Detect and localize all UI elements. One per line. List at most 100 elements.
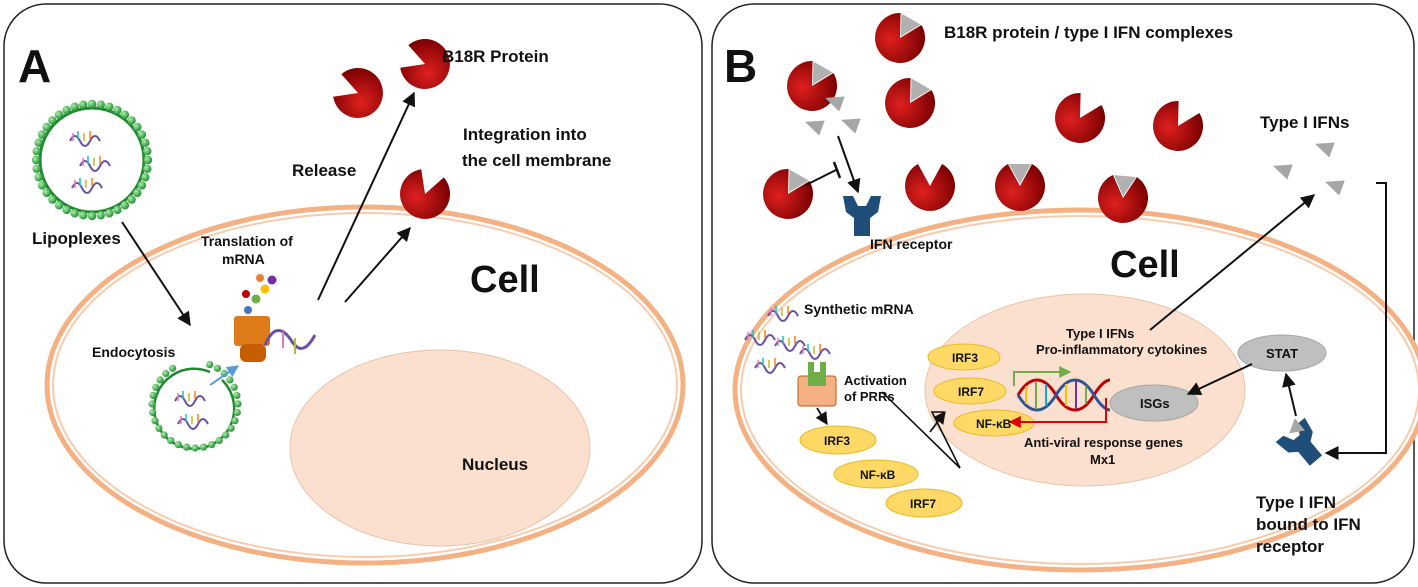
integration-label-1: Integration into [463, 125, 587, 144]
irf3-cytoplasm-node [799, 425, 877, 455]
isgs-label: ISGs [1140, 396, 1170, 411]
arrow-ifn-to-bound-receptor [1324, 182, 1387, 460]
translation-label-1: Translation of [201, 233, 293, 249]
lipid-bead [182, 443, 191, 451]
nucleus-ifns-label: Type I IFNs [1066, 326, 1134, 341]
lipid-bead [96, 100, 106, 109]
lipid-bead [141, 138, 150, 147]
ifn-receptor-icon [843, 196, 881, 236]
synthetic-mrna-label: Synthetic mRNA [804, 301, 914, 317]
lipid-bead [113, 105, 122, 115]
lipid-bead [137, 181, 147, 190]
bound-ifn-receptor-icon [1275, 417, 1323, 466]
lipoplexes-label: Lipoplexes [32, 229, 121, 248]
irf7-cytoplasm-node [885, 488, 963, 518]
ifn-receptor-label: IFN receptor [870, 236, 953, 252]
lipid-bead [143, 164, 152, 173]
lipid-bead [226, 376, 234, 384]
nfkb-nucleus-label: NF-κB [976, 417, 1012, 431]
lipid-bead [233, 408, 241, 417]
lipid-bead [162, 369, 170, 378]
lipid-bead [167, 436, 175, 445]
translation-label-2: mRNA [222, 251, 265, 267]
lipid-bead [133, 122, 142, 132]
lipid-bead [48, 195, 57, 204]
arrow-release-mrna [209, 365, 239, 386]
lipid-bead [96, 211, 106, 220]
dna-helix-icon [1016, 378, 1111, 412]
panel-b-letter: B [724, 40, 757, 92]
lipid-bead [105, 209, 114, 218]
arrow-ifn-to-receptor [837, 135, 861, 194]
lipid-bead [54, 201, 64, 210]
lipid-bead [79, 100, 88, 109]
lipid-bead [62, 205, 71, 215]
endosome-icon [148, 361, 242, 452]
isgs-node [1109, 384, 1199, 422]
lipid-bead [227, 424, 235, 432]
lipid-bead [143, 155, 153, 165]
complexes-label: B18R protein / type I IFN complexes [944, 23, 1233, 42]
lipid-bead [137, 130, 147, 139]
nfkb-cytoplasm-label: NF-κB [860, 468, 896, 482]
cell-b-label: Cell [1110, 244, 1180, 286]
lipid-bead [79, 211, 88, 220]
lipid-bead [206, 361, 214, 369]
lipid-bead [42, 188, 51, 198]
arrow-stat-to-isgs [1186, 363, 1253, 395]
lipid-bead [62, 105, 71, 115]
irf7-nucleus-node [933, 377, 1007, 405]
lipid-bead [156, 376, 164, 384]
integration-label-2: the cell membrane [462, 151, 611, 170]
bound-label-3: receptor [1256, 537, 1324, 556]
lipid-bead [113, 205, 122, 215]
lipid-bead [233, 391, 241, 399]
lipid-bead [34, 138, 43, 147]
lipid-bead [169, 364, 177, 372]
type-i-ifns-label: Type I IFNs [1260, 113, 1349, 132]
lipid-bead [230, 383, 238, 391]
red-feedback-arrow [1008, 398, 1107, 428]
irf3-nucleus-label: IRF3 [952, 351, 978, 365]
activation-label-1: Activation [844, 373, 907, 388]
inhibition-line [805, 169, 837, 186]
b18r-protein-label: B18R Protein [442, 47, 549, 66]
lipid-bead [208, 441, 216, 449]
arrow-integration [344, 226, 411, 303]
stat-node [1237, 334, 1327, 372]
lipid-bead [234, 400, 242, 408]
ribosome-icon [234, 274, 317, 362]
lipid-bead [213, 364, 221, 372]
lipid-bead [160, 431, 168, 439]
stat-label: STAT [1266, 346, 1298, 361]
release-label: Release [292, 161, 356, 180]
prr-receptor-icon [797, 362, 837, 407]
lipid-bead [32, 147, 41, 156]
activation-label-2: of PRRs [844, 389, 895, 404]
arrow-ifn-secretion [1149, 194, 1316, 331]
irf3-nucleus-node [927, 343, 1001, 371]
lipid-bead [127, 195, 136, 204]
arrow-endocytosis [121, 221, 191, 327]
lipid-bead [199, 443, 208, 451]
lipid-bead [105, 102, 114, 111]
lipid-bead [222, 431, 230, 439]
lipid-bead [87, 211, 97, 221]
lipid-bead [174, 441, 182, 449]
lipid-bead [37, 130, 47, 139]
lipid-bead [31, 155, 41, 165]
lipid-bead [151, 417, 159, 425]
panel-a: A [3, 3, 703, 584]
lipid-bead [42, 122, 51, 132]
panel-b: B [711, 3, 1418, 584]
lipid-bead [32, 164, 41, 173]
bound-label-2: bound to IFN [1256, 515, 1361, 534]
nfkb-cytoplasm-node [833, 459, 919, 489]
antiviral-label-2: Mx1 [1090, 452, 1115, 467]
lipid-bead [34, 173, 43, 182]
lipid-bead [127, 116, 136, 125]
arrow-prr-to-irf3 [815, 407, 828, 426]
arrow-receptor-to-stat [1282, 372, 1297, 417]
antiviral-label-1: Anti-viral response genes [1024, 435, 1183, 450]
cell-label: Cell [470, 259, 540, 301]
